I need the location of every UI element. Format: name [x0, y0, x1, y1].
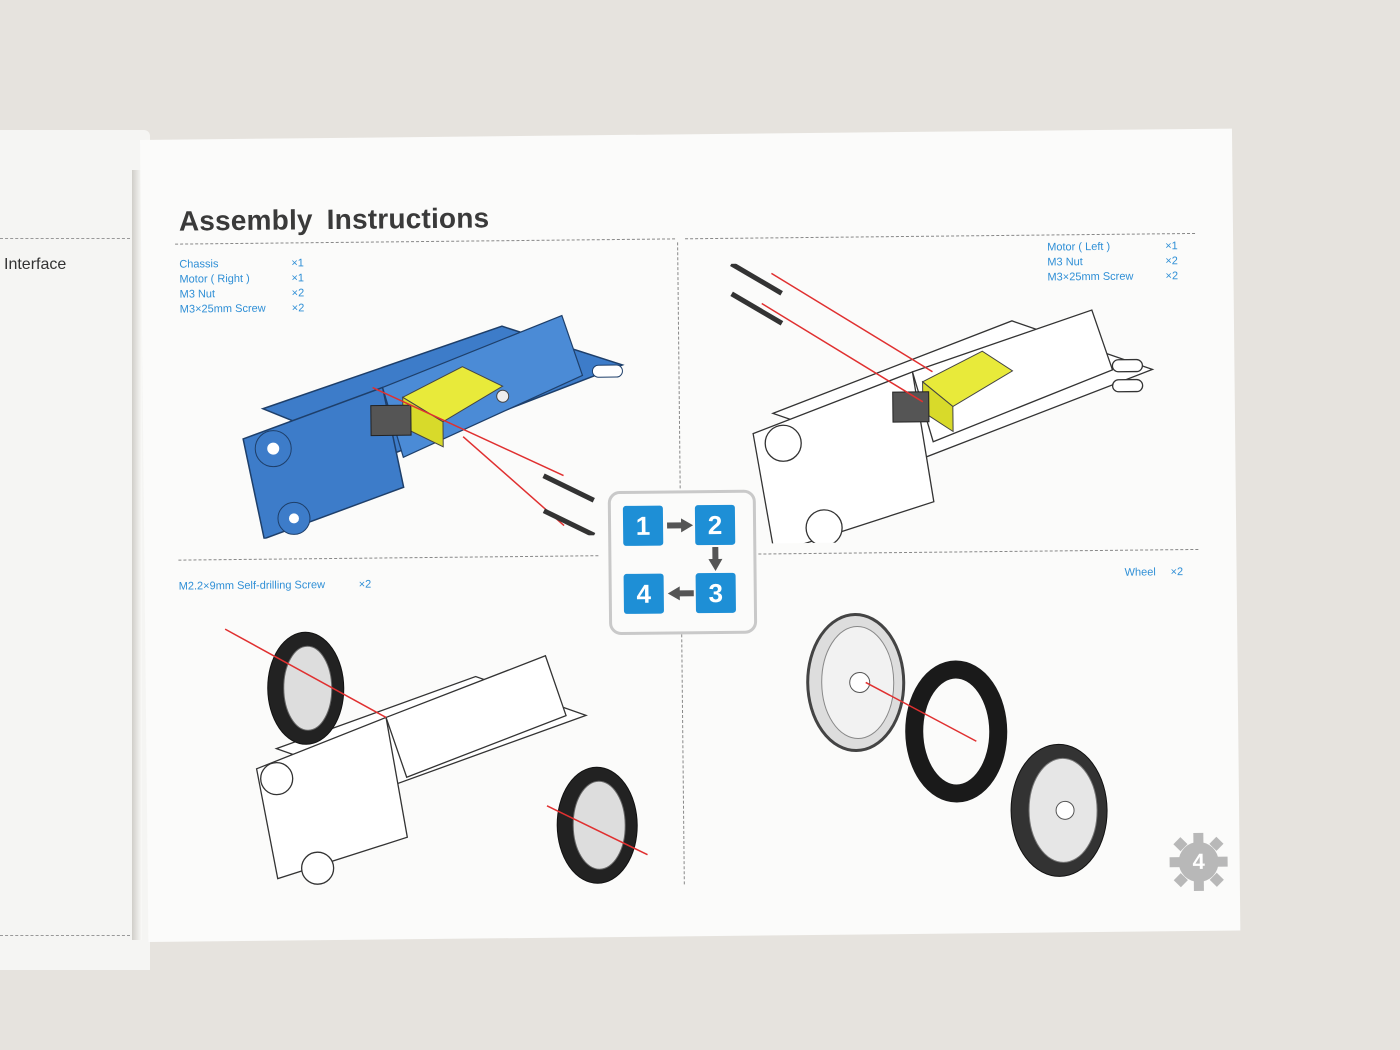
- arrow-lines: [224, 628, 648, 856]
- arrow-down-icon: [708, 546, 723, 571]
- arrow-line: [865, 681, 977, 742]
- top-divider-left: [175, 238, 676, 245]
- arrow-left-icon: [667, 586, 694, 601]
- assembled-wheel: [1010, 743, 1108, 877]
- middle-divider-right: [758, 548, 1199, 555]
- step-4-box: 4: [623, 573, 664, 614]
- instruction-page: Assembly Instructions Chassis×1 Motor ( …: [140, 128, 1241, 942]
- step-3-parts-list: Wheel×2: [1125, 565, 1184, 581]
- page-number: 4: [1192, 848, 1205, 875]
- left-page-label: Interface: [4, 256, 67, 273]
- middle-divider-left: [178, 555, 599, 561]
- step-1-box: 1: [622, 505, 664, 546]
- step-3-box: 3: [695, 572, 736, 614]
- list-item: Chassis×1: [179, 257, 304, 271]
- arrow-right-icon: [667, 518, 694, 533]
- list-item: M2.2×9mm Self-drilling Screw×2: [178, 578, 372, 593]
- page-title: Assembly Instructions: [178, 202, 490, 237]
- screws: [730, 261, 784, 326]
- arrow-lines: [761, 272, 933, 403]
- left-page-divider: [0, 238, 130, 239]
- book-spine: [132, 170, 142, 940]
- motor-right: [370, 366, 510, 448]
- vertical-divider-top: [677, 242, 681, 489]
- step-4-parts-list: M2.2×9mm Self-drilling Screw×2: [179, 578, 372, 595]
- step-order-diagram: 1 2 3 4: [607, 489, 758, 636]
- wheel-hub: [806, 613, 906, 753]
- wheel-right: [556, 766, 638, 884]
- step-2-illustration: [730, 261, 1155, 545]
- screws: [542, 473, 596, 538]
- list-item: Motor ( Right )×1: [179, 272, 305, 286]
- top-divider-right: [685, 232, 1196, 240]
- step-4-illustration: [224, 628, 648, 885]
- step-1-illustration: [242, 314, 625, 540]
- list-item: Motor ( Left )×1: [1047, 240, 1178, 254]
- left-page: Interface: [0, 130, 150, 970]
- left-page-divider-bottom: [0, 935, 130, 936]
- vertical-divider-bottom: [681, 634, 685, 885]
- gear-icon: [1169, 832, 1228, 892]
- step-3-illustration: [806, 613, 1108, 877]
- list-item: Wheel×2: [1124, 566, 1184, 579]
- step-2-box: 2: [694, 504, 736, 546]
- chassis-outline: [255, 654, 588, 885]
- tire: [905, 660, 1008, 803]
